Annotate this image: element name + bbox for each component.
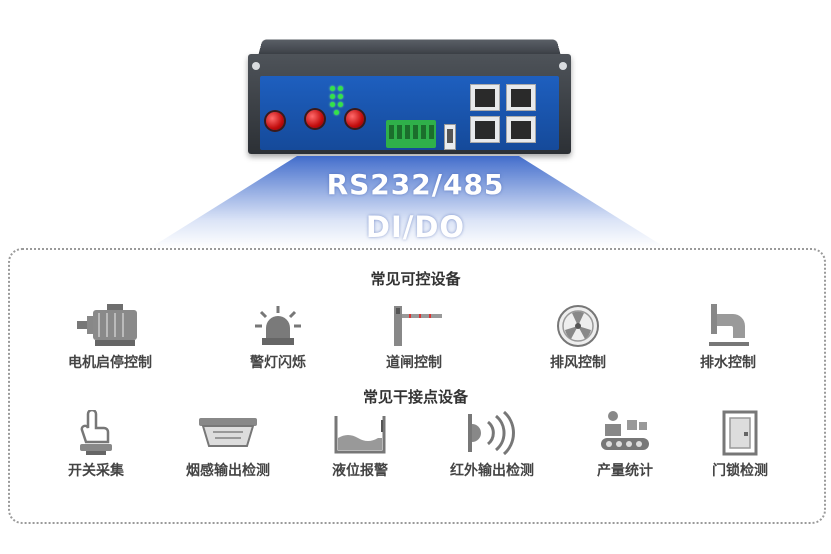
device-label: 道闸控制 [386,355,442,371]
controllable-devices-heading: 常见可控设备 [370,270,461,288]
router-body [248,54,571,154]
mount-screw [252,62,260,70]
terminal-block [386,120,436,148]
device-label: 门锁检测 [712,463,768,479]
device-item-exhaust-fan: 排风控制 [508,304,648,372]
device-item-production-count: 产量统计 [555,410,695,480]
status-led [334,110,339,115]
device-item-drain: 排水控制 [658,304,798,372]
device-label: 开关采集 [68,463,124,479]
interface-subtitle: DI/DO [365,210,466,244]
status-led [330,86,335,91]
barrier-gate-icon [394,306,442,346]
devices-panel [8,248,826,524]
ethernet-port [470,84,500,111]
smoke-detector-icon [199,418,257,447]
drain-pipe-icon [709,304,749,346]
status-led [330,94,335,99]
production-count-icon [601,411,649,450]
dry-contact-devices-heading: 常见干接点设备 [362,388,468,406]
motor-icon [77,304,137,346]
device-item-door-lock: 门锁检测 [670,410,810,480]
ethernet-port [470,116,500,143]
device-label: 液位报警 [332,463,388,479]
device-item-smoke-detector: 烟感输出检测 [158,410,298,480]
device-item-infrared: 红外输出检测 [422,410,562,480]
door-lock-icon [722,410,758,456]
device-label: 产量统计 [597,463,653,479]
usb-port [444,124,456,150]
status-led [330,102,335,107]
ethernet-port [506,116,536,143]
device-item-switch: 开关采集 [26,410,166,480]
interface-title: RS232/485 [326,168,505,201]
infrared-sensor-icon [468,410,515,456]
router-front-panel [260,76,559,150]
device-label: 警灯闪烁 [250,355,306,371]
device-item-alarm-light: 警灯闪烁 [208,304,348,372]
ethernet-port [506,84,536,111]
antenna-port-icon [266,112,284,130]
device-label: 排水控制 [700,355,756,371]
exhaust-fan-icon [557,305,599,347]
status-led [338,102,343,107]
alarm-light-icon [255,306,301,345]
device-item-liquid-level: 液位报警 [290,410,430,480]
device-label: 电机启停控制 [68,355,152,371]
antenna-port-icon [346,110,364,128]
mount-screw [559,62,567,70]
device-label: 排风控制 [550,355,606,371]
device-item-barrier-gate: 道闸控制 [344,304,484,372]
switch-press-icon [80,410,112,455]
status-led [338,86,343,91]
antenna-port-icon [306,110,324,128]
device-item-motor: 电机启停控制 [40,304,180,372]
liquid-level-icon [334,416,386,454]
status-led [338,94,343,99]
device-label: 烟感输出检测 [186,463,270,479]
router-device-image [248,38,571,156]
device-label: 红外输出检测 [450,463,534,479]
